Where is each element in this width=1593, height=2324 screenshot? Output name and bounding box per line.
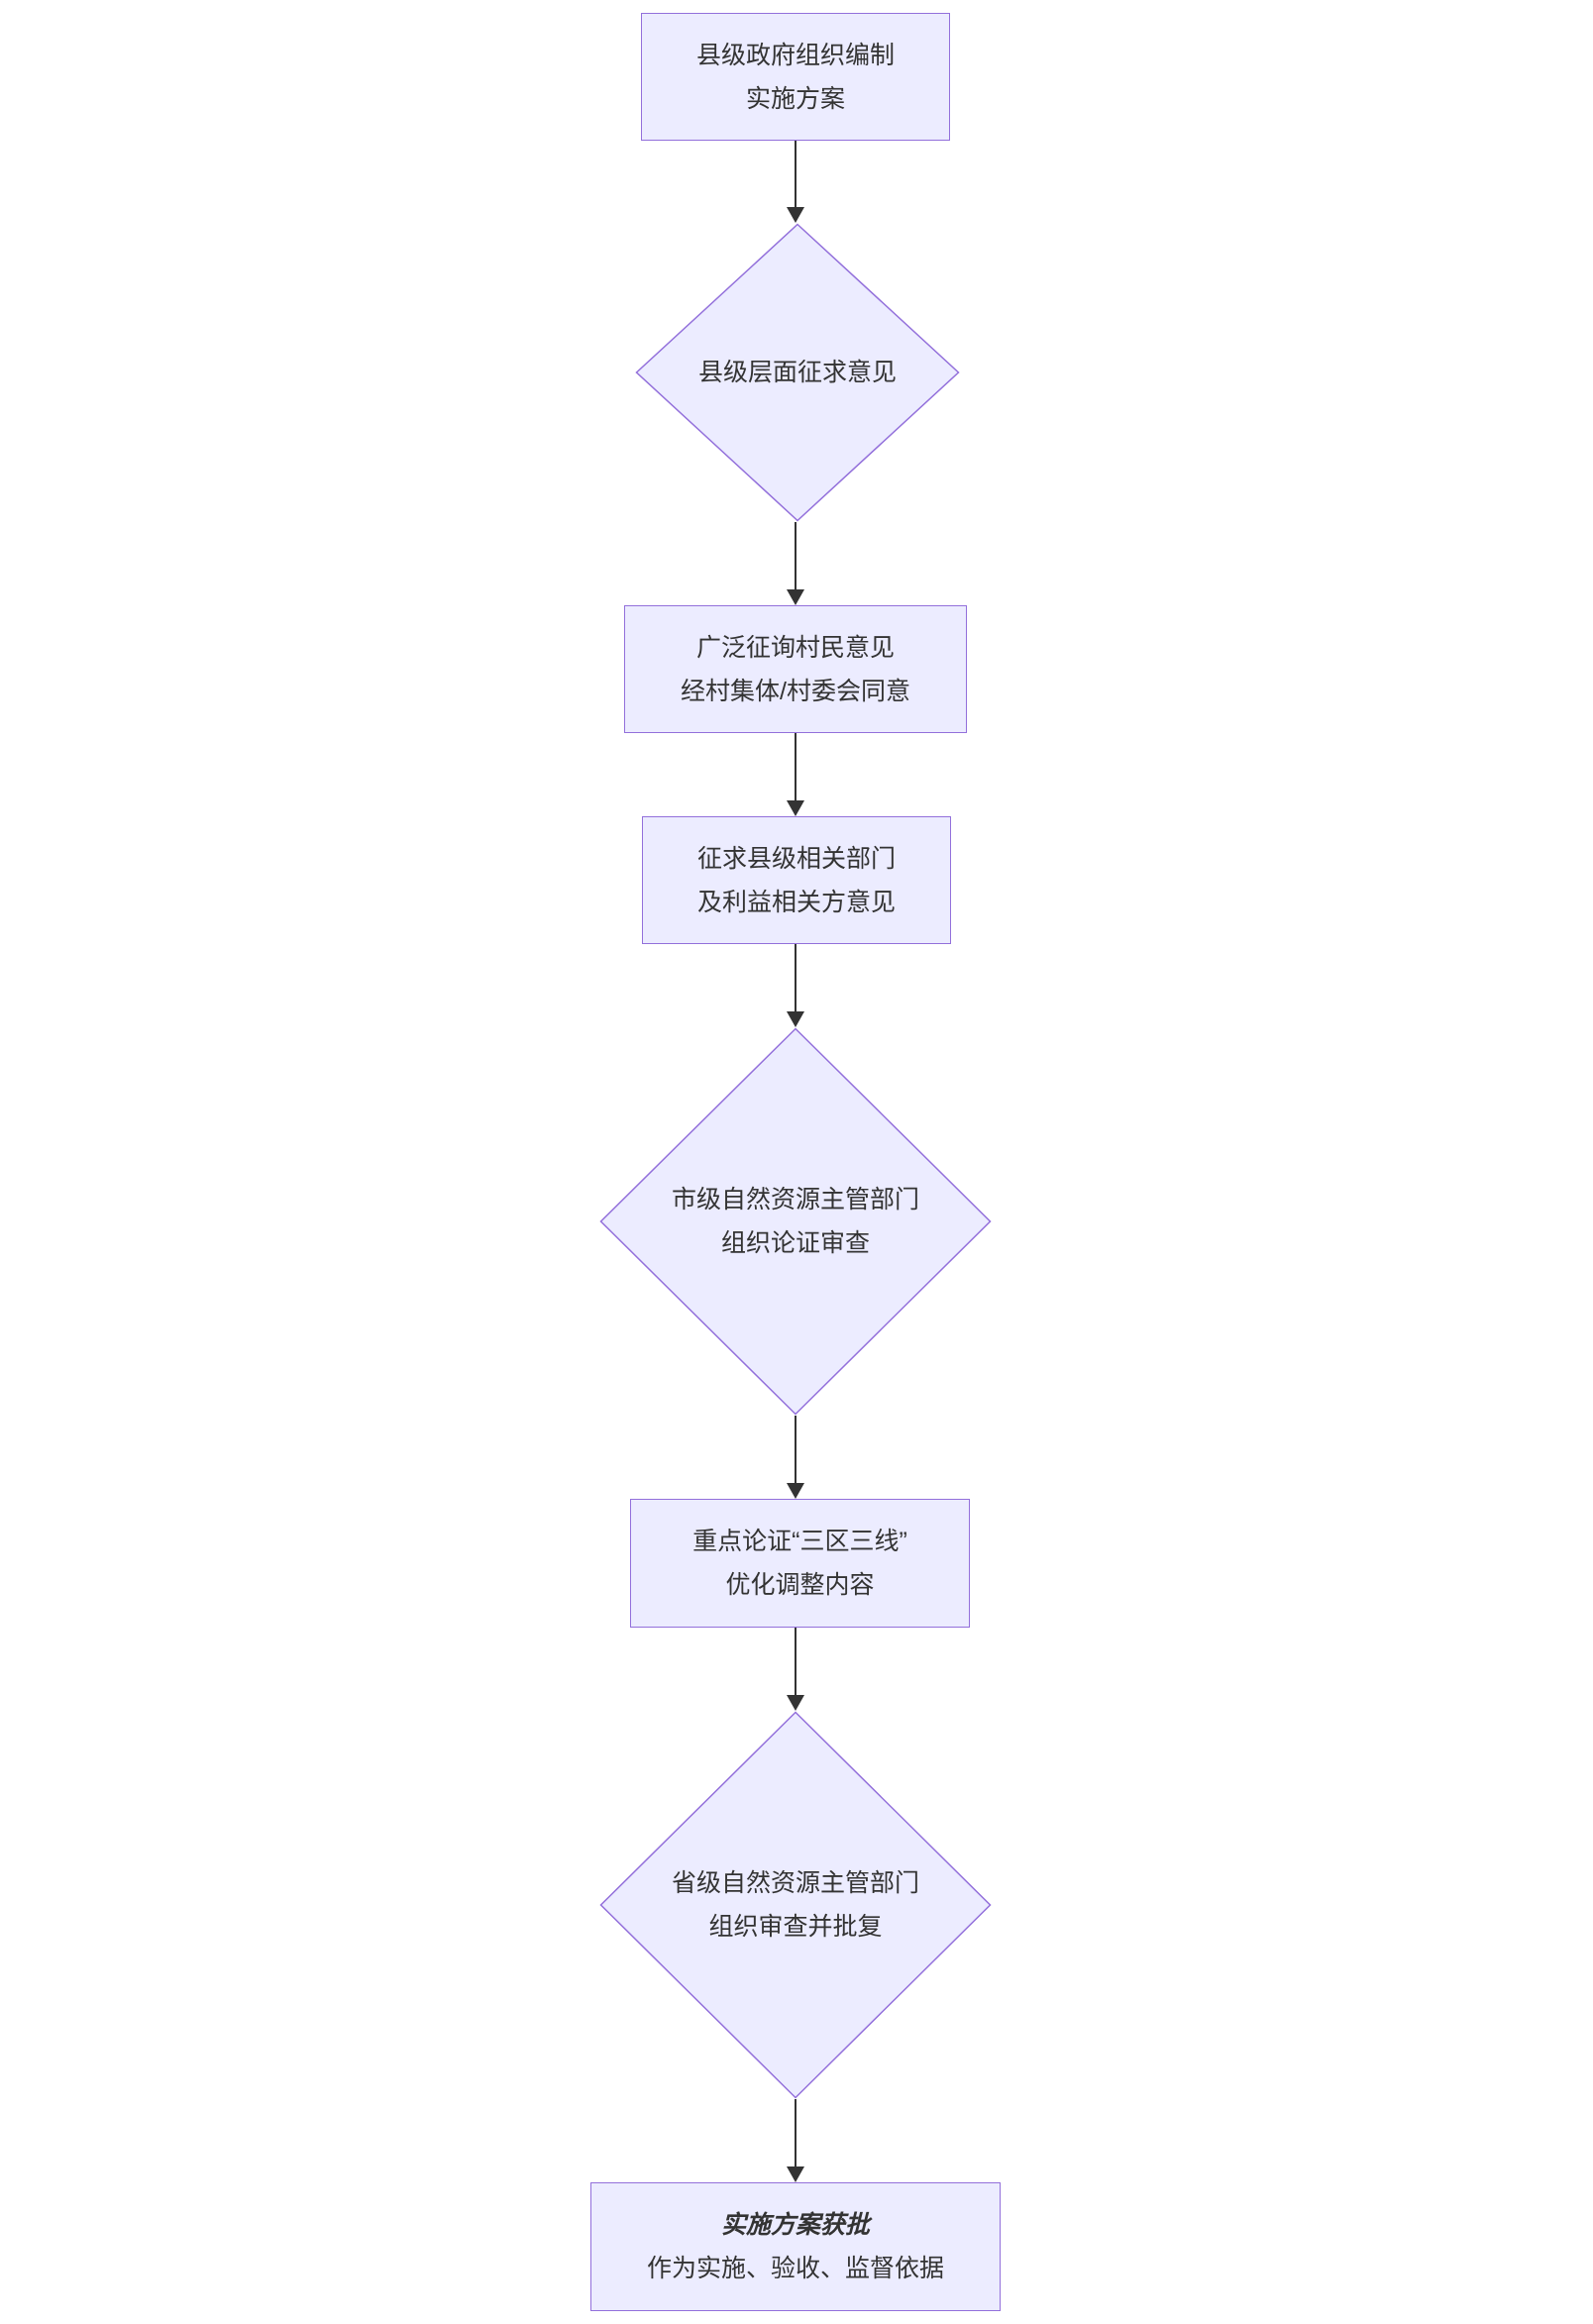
diamond-shape (599, 1027, 992, 1416)
edge-arrow-line (795, 2099, 796, 2168)
arrowhead-down-icon (787, 1483, 804, 1499)
edge-arrow-line (795, 1416, 796, 1485)
node-county-gov-plan: 县级政府组织编制 实施方案 (641, 13, 950, 141)
edge-arrow-line (795, 944, 796, 1013)
edge-arrow-line (795, 141, 796, 210)
diamond-shape (635, 223, 960, 522)
arrowhead-down-icon (787, 589, 804, 605)
decision-province-review: 省级自然资源主管部门 组织审查并批复 (599, 1711, 992, 2099)
node-plan-approved: 实施方案获批 作为实施、验收、监督依据 (590, 2182, 1001, 2311)
node-label-line: 优化调整内容 (725, 1571, 875, 1599)
diamond-shape (599, 1711, 992, 2099)
node-label-line: 组织论证审查 (720, 1229, 870, 1257)
arrowhead-down-icon (787, 1695, 804, 1711)
node-key-demonstration: 重点论证“三区三线” 优化调整内容 (630, 1499, 970, 1628)
node-label-line: 作为实施、验收、监督依据 (646, 2255, 944, 2282)
node-label-line: 经村集体/村委会同意 (681, 677, 910, 705)
arrowhead-down-icon (787, 207, 804, 223)
node-label-line: 征求县级相关部门 (696, 844, 896, 873)
arrowhead-down-icon (787, 2166, 804, 2182)
node-dept-consult: 征求县级相关部门 及利益相关方意见 (642, 816, 951, 944)
decision-county-consult: 县级层面征求意见 (635, 223, 960, 522)
node-villager-consult: 广泛征询村民意见 经村集体/村委会同意 (624, 605, 967, 733)
node-label-line: 及利益相关方意见 (696, 888, 896, 916)
edge-arrow-line (795, 522, 796, 591)
decision-city-review: 市级自然资源主管部门 组织论证审查 (599, 1027, 992, 1416)
node-label-line: 实施方案 (745, 84, 845, 113)
edge-arrow-line (795, 1628, 796, 1697)
arrowhead-down-icon (787, 1011, 804, 1027)
node-label-line: 县级层面征求意见 (697, 359, 897, 386)
node-label-line: 广泛征询村民意见 (695, 633, 895, 662)
node-label-line: 省级自然资源主管部门 (671, 1869, 919, 1897)
node-label-line: 市级自然资源主管部门 (671, 1186, 919, 1214)
node-label-line-emphasis: 实施方案获批 (720, 2211, 870, 2239)
node-label-line: 县级政府组织编制 (695, 41, 895, 69)
node-label-line: 重点论证“三区三线” (692, 1528, 907, 1555)
edge-arrow-line (795, 733, 796, 802)
node-label-line: 组织审查并批复 (708, 1913, 883, 1941)
arrowhead-down-icon (787, 800, 804, 816)
